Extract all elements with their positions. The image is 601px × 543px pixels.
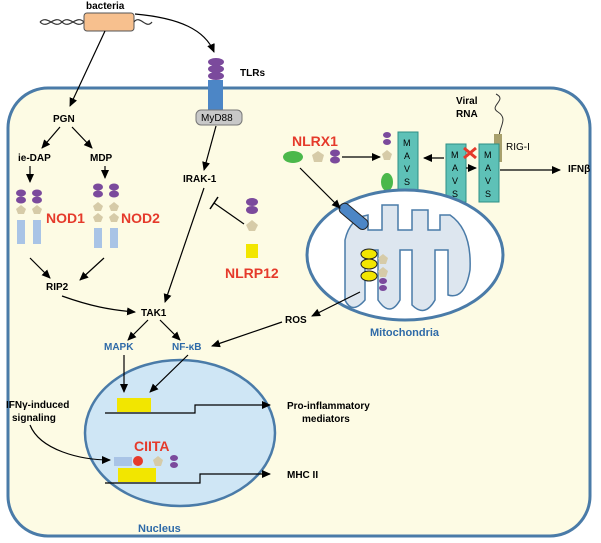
ifnb-label: IFNβ bbox=[568, 164, 590, 175]
rna-label: RNA bbox=[456, 109, 478, 120]
viral-label: Viral bbox=[456, 96, 478, 107]
mdp-label: MDP bbox=[90, 153, 113, 164]
ie-dap-label: ie-DAP bbox=[18, 153, 51, 164]
mavs-a-m: M bbox=[403, 138, 411, 148]
viral-rna-strand bbox=[494, 93, 504, 143]
arrow-tak1-mapk bbox=[127, 319, 149, 341]
ifng-label-1: IFNγ-induced bbox=[6, 400, 69, 411]
tak1-label: TAK1 bbox=[141, 308, 167, 319]
irak1-label: IRAK-1 bbox=[183, 174, 217, 185]
arrow-nlrx1-mito bbox=[299, 167, 341, 209]
arrow-bacteria-tlr bbox=[134, 13, 215, 53]
inhibit-nlrp12-irak1 bbox=[213, 202, 245, 225]
arrow-myd88-irak1 bbox=[202, 125, 217, 171]
nlrx1-label: NLRX1 bbox=[292, 133, 338, 149]
nlrp12-label: NLRP12 bbox=[225, 265, 279, 281]
mitochondria-label: Mitochondria bbox=[370, 327, 440, 339]
rip2-label: RIP2 bbox=[46, 282, 69, 293]
proinf-promoter bbox=[117, 398, 151, 412]
nod2-label: NOD2 bbox=[121, 210, 160, 226]
ifng-label-2: signaling bbox=[12, 413, 56, 424]
proinf-label-1: Pro-inflammatory bbox=[287, 401, 370, 412]
nucleus bbox=[83, 358, 277, 508]
mhc2-gene-line bbox=[105, 470, 271, 484]
arrow-ifng-ciita bbox=[29, 424, 111, 464]
inhibit-bar bbox=[209, 196, 219, 210]
pathway-arrows bbox=[26, 13, 561, 464]
arrow-mito-ros bbox=[311, 291, 361, 317]
proinf-gene-line bbox=[105, 401, 271, 414]
mitochondria bbox=[305, 188, 505, 322]
nod2-receptor bbox=[93, 183, 119, 248]
nod1-receptor bbox=[16, 189, 42, 244]
mhc2-label: MHC II bbox=[287, 470, 318, 481]
nlrp12-protein bbox=[246, 198, 258, 258]
mavs-b-a: A bbox=[452, 163, 458, 173]
tlr-receptor bbox=[195, 58, 243, 126]
mavs-c-m: M bbox=[484, 150, 492, 160]
arrow-nod2-rip2 bbox=[79, 257, 105, 281]
mavs-a-a: A bbox=[404, 151, 410, 161]
nucleus-label: Nucleus bbox=[138, 523, 181, 535]
arrow-ros-nfkb bbox=[211, 321, 283, 348]
arrow-nod1-rip2 bbox=[29, 257, 51, 279]
mavs-a-v: V bbox=[404, 164, 410, 174]
inhibition-x-icon bbox=[463, 146, 477, 160]
mavs-a-s: S bbox=[404, 177, 410, 187]
ciita-label: CIITA bbox=[134, 438, 170, 454]
ciita-protein bbox=[114, 455, 178, 468]
ros-label: ROS bbox=[285, 315, 307, 326]
myd88-label: MyD88 bbox=[201, 113, 233, 124]
nfkb-label: NF-κB bbox=[172, 342, 201, 353]
arrow-tak1-nfkb bbox=[159, 319, 181, 341]
arrow-bacteria-pgn bbox=[69, 30, 106, 107]
bacteria-label: bacteria bbox=[86, 1, 125, 12]
mavs-letters: M A V S M A V S M A V S bbox=[403, 138, 492, 199]
arrow-pgn-mdp bbox=[71, 126, 93, 149]
pgn-label: PGN bbox=[53, 114, 75, 125]
mavs-b-s: S bbox=[452, 189, 458, 199]
mavs-c-a: A bbox=[485, 163, 491, 173]
arrow-irak1-tak1 bbox=[163, 187, 205, 303]
arrow-rip2-tak1 bbox=[61, 295, 136, 316]
nod1-label: NOD1 bbox=[46, 210, 85, 226]
nlrx1-mavs-complex bbox=[381, 131, 500, 203]
tlrs-label: TLRs bbox=[240, 68, 265, 79]
mavs-b-v: V bbox=[452, 176, 458, 186]
bacteria-shape bbox=[39, 12, 153, 32]
mapk-label: MAPK bbox=[104, 342, 134, 353]
arrow-nfkb-nucleus bbox=[149, 354, 189, 393]
mavs-c-s: S bbox=[485, 189, 491, 199]
mhc2-promoter bbox=[118, 468, 156, 482]
nlrx1-protein bbox=[283, 149, 340, 164]
mavs-b-m: M bbox=[451, 150, 459, 160]
proinf-label-2: mediators bbox=[302, 414, 350, 425]
rig-i-label: RIG-I bbox=[506, 142, 530, 153]
arrow-pgn-iedap bbox=[41, 126, 61, 149]
mavs-c-v: V bbox=[485, 176, 491, 186]
